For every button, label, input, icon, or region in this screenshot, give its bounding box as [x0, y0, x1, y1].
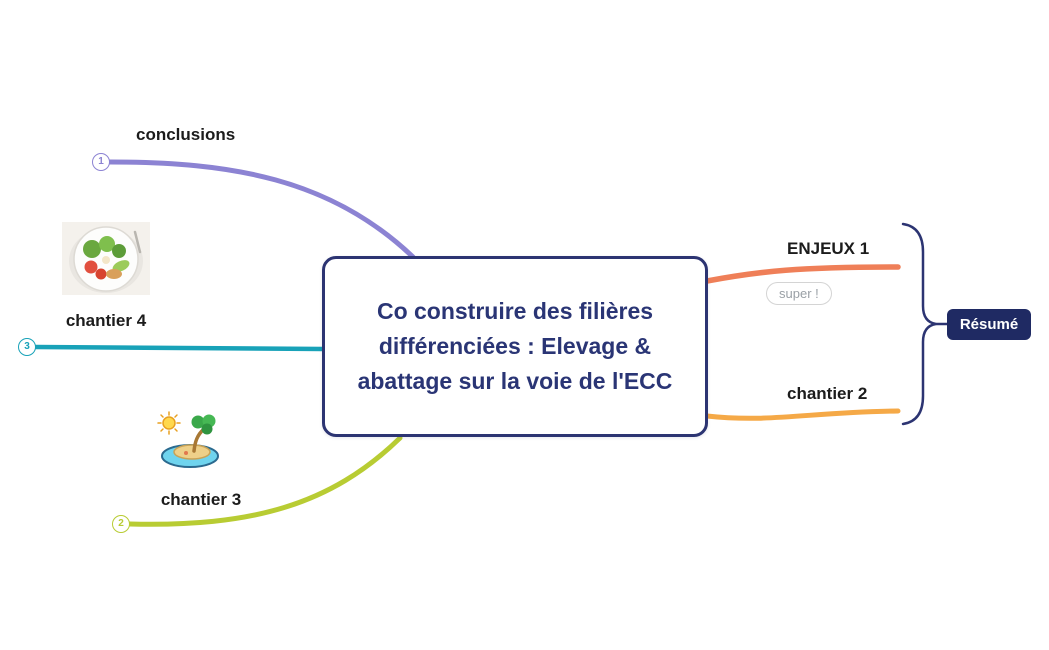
central-topic-node[interactable]: Co construire des filières différenciées… — [322, 256, 708, 437]
tropical-island-sticker[interactable] — [156, 408, 222, 470]
topic-node-chantier2[interactable]: chantier 2 — [787, 384, 868, 403]
topic-node-chantier4[interactable]: chantier 4 — [65, 311, 147, 330]
branch-line-enjeux1 — [704, 264, 901, 284]
branch-badge-1[interactable]: 1 — [92, 153, 110, 171]
branch-line-chantier2 — [704, 408, 901, 421]
topic-node-conclusions[interactable]: conclusions — [136, 125, 236, 144]
topic-node-chantier3[interactable]: chantier 3 — [160, 490, 242, 509]
branch-line-chantier4 — [33, 344, 326, 352]
branch-line-chantier3 — [127, 435, 403, 527]
summary-button-resume[interactable]: Résumé — [947, 309, 1031, 340]
branch-line-conclusions — [107, 159, 416, 260]
salad-bowl-photo[interactable] — [62, 222, 150, 295]
note-pill-super[interactable]: super ! — [766, 282, 832, 305]
branch-badge-3[interactable]: 3 — [18, 338, 36, 356]
branch-badge-2[interactable]: 2 — [112, 515, 130, 533]
summary-brace — [901, 222, 937, 426]
topic-node-enjeux1[interactable]: ENJEUX 1 — [787, 239, 870, 258]
